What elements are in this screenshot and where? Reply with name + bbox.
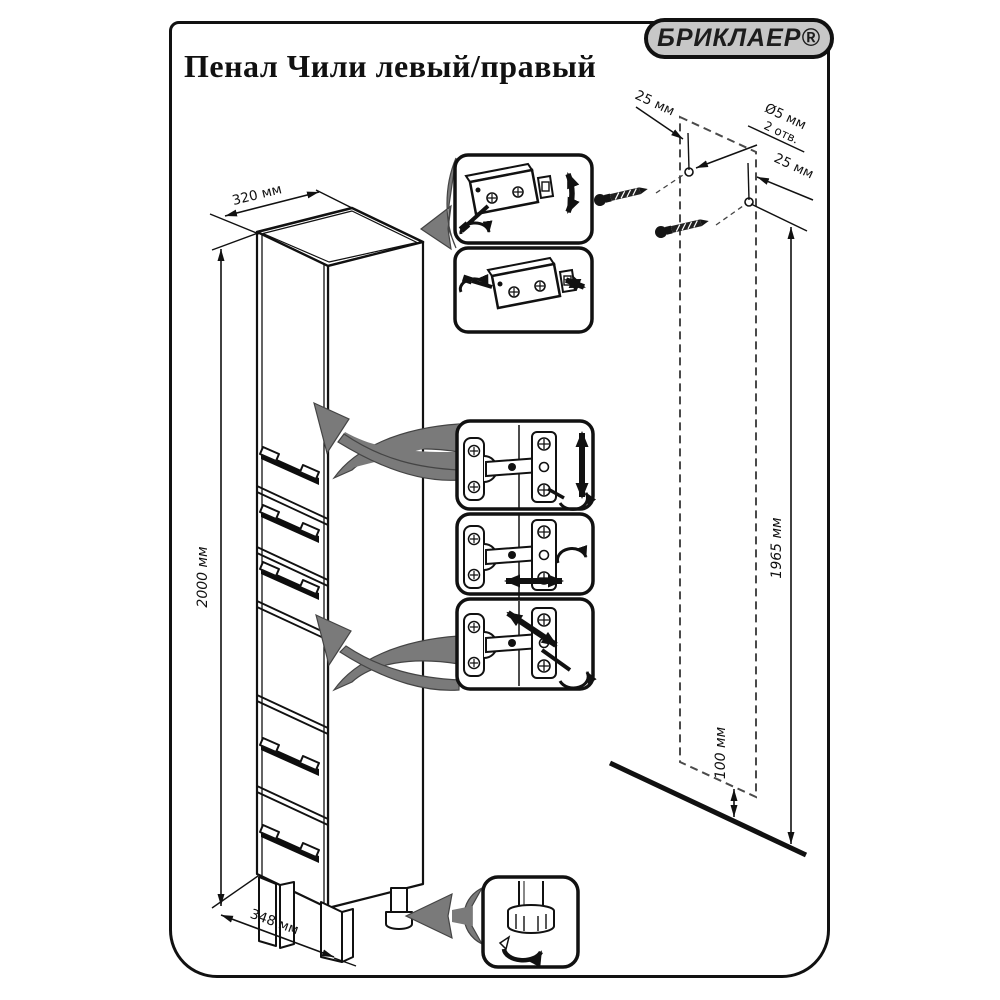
rotate-arrow-icon [556,544,588,564]
page-title: Пенал Чили левый/правый [184,48,597,84]
right-offset-label: 25 мм [771,150,816,182]
diagonal-adjust-arrow-icon [506,610,558,648]
dimension-height: 2000 мм [195,232,259,909]
screwdriver-icon [540,648,572,672]
callout-arrow-bracket [419,157,457,251]
rotate-arrow-icon [458,273,490,293]
callout-arrow-hinge-bottom [332,635,460,692]
rotate-arrow-icon [558,671,597,690]
height-dimension-label: 2000 мм [195,546,211,608]
left-offset-label: 25 мм [632,87,677,119]
screw-icon [653,214,711,240]
hinge-detail-box-vertical-adjust [455,419,597,511]
floor-clearance-label: 100 мм [713,726,729,779]
horizontal-adjust-arrow-icon [564,275,586,292]
cabinet-side-panel [326,240,425,910]
rotate-arrow-icon [459,220,493,235]
rotate-arrow-icon [558,492,597,511]
hinge-detail-box-depth-adjust [455,597,597,691]
brand-badge: БРИКЛАЕР® [644,18,834,59]
width-dimension-label: 320 мм [231,181,284,209]
screw-icon [592,182,650,208]
bracket-detail-box-vertical [453,153,594,245]
cabinet-isometric-drawing [255,206,425,963]
wall-panel-outline [679,115,757,799]
vertical-adjust-arrow-icon [565,172,580,214]
callout-arrows [313,157,484,946]
wall-mounting-diagram: 25 мм Ø5 мм 2 отв. 25 мм 1965 мм 100 мм [592,87,816,858]
adjustable-foot-icon [507,881,555,934]
foot-detail-box [481,875,580,969]
rotate-arrow-icon [501,948,543,968]
hinge-detail-box-horizontal-adjust [455,512,595,599]
floor-line [608,760,808,858]
bracket-detail-box-depth [453,246,594,334]
callout-arrow-foot [404,886,484,946]
adjustable-foot [385,887,413,930]
drawer-division-lines [256,485,329,826]
mounting-height-label: 1965 мм [769,517,785,579]
